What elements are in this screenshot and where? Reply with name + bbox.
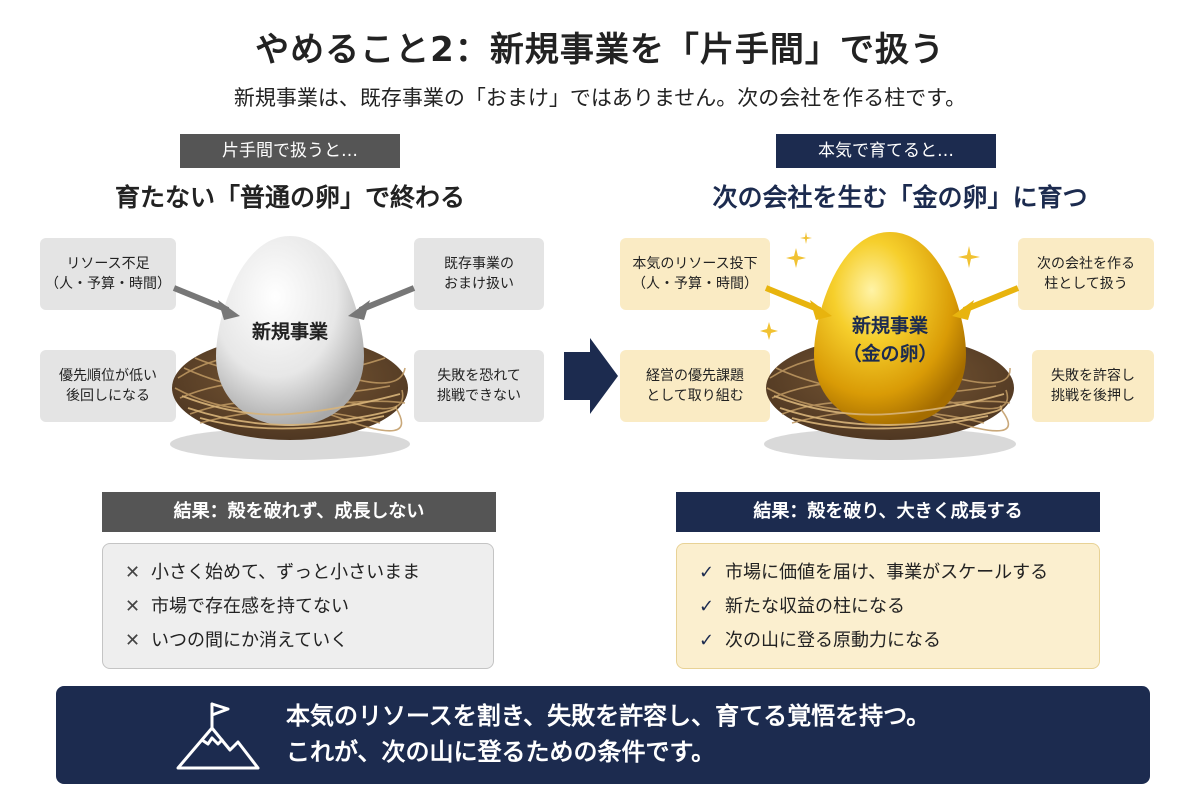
left-heading: 育たない「普通の卵」で終わる <box>114 183 465 212</box>
left-arrow-top-right <box>348 285 416 320</box>
list-item: ✓ 市場に価値を届け、事業がスケールする <box>699 556 1099 590</box>
list-item-text: 新たな収益の柱になる <box>725 596 905 617</box>
check-icon: ✓ <box>699 596 715 617</box>
page-title: やめること2：新規事業を「片手間」で扱う <box>255 30 945 70</box>
left-outcome-list: ✕ 小さく始めて、ずっと小さいまま ✕ 市場で存在感を持てない ✕ いつの間にか… <box>102 543 494 669</box>
sparkle-icon <box>786 248 806 268</box>
left-box-side-treatment: 既存事業の おまけ扱い <box>414 238 544 310</box>
right-arrow-top-left <box>764 285 832 320</box>
list-item: ✕ いつの間にか消えていく <box>125 624 493 658</box>
left-box-resource-shortage: リソース不足 （人・予算・時間） <box>40 238 176 310</box>
sparkle-icon <box>958 246 980 268</box>
page-subtitle: 新規事業は、既存事業の「おまけ」ではありません。次の会社を作る柱です。 <box>233 86 967 110</box>
right-box-allow-failure: 失敗を許容し 挑戦を後押し <box>1032 350 1154 422</box>
cross-icon: ✕ <box>125 562 141 583</box>
right-box-priority: 経営の優先課題 として取り組む <box>620 350 770 422</box>
check-icon: ✓ <box>699 630 715 651</box>
golden-egg-nest-illustration <box>764 232 1016 460</box>
list-item-text: 次の山に登る原動力になる <box>725 630 941 651</box>
plain-egg-nest-illustration <box>170 236 410 460</box>
right-egg-label: 新規事業 （金の卵） <box>842 315 938 365</box>
left-box-fear-of-failure: 失敗を恐れて 挑戦できない <box>414 350 544 422</box>
right-heading: 次の会社を生む「金の卵」に育つ <box>712 183 1088 212</box>
right-box-pillar: 次の会社を作る 柱として扱う <box>1018 238 1154 310</box>
cross-icon: ✕ <box>125 630 141 651</box>
left-tag: 片手間で扱うと… <box>180 134 400 168</box>
sparkle-icon <box>800 232 812 244</box>
list-item-text: 小さく始めて、ずっと小さいまま <box>151 562 421 583</box>
list-item: ✓ 次の山に登る原動力になる <box>699 624 1099 658</box>
list-item-text: いつの間にか消えていく <box>151 630 349 651</box>
right-outcome-list: ✓ 市場に価値を届け、事業がスケールする ✓ 新たな収益の柱になる ✓ 次の山に… <box>676 543 1100 669</box>
left-box-low-priority: 優先順位が低い 後回しになる <box>40 350 176 422</box>
right-box-full-resources: 本気のリソース投下 （人・予算・時間） <box>620 238 770 310</box>
list-item: ✕ 市場で存在感を持てない <box>125 590 493 624</box>
left-egg-label: 新規事業 <box>251 321 328 343</box>
list-item: ✓ 新たな収益の柱になる <box>699 590 1099 624</box>
mountain-flag-icon <box>176 702 260 770</box>
list-item: ✕ 小さく始めて、ずっと小さいまま <box>125 556 493 590</box>
sparkle-icon <box>760 322 778 340</box>
list-item-text: 市場に価値を届け、事業がスケールする <box>725 562 1049 583</box>
check-icon: ✓ <box>699 562 715 583</box>
list-item-text: 市場で存在感を持てない <box>151 596 349 617</box>
center-arrow-icon <box>564 338 618 414</box>
cross-icon: ✕ <box>125 596 141 617</box>
left-result-banner: 結果：殻を破れず、成長しない <box>102 492 496 532</box>
right-arrow-top-right <box>952 285 1020 320</box>
right-result-banner: 結果：殻を破り、大きく成長する <box>676 492 1100 532</box>
left-arrow-top-left <box>172 285 240 320</box>
right-tag: 本気で育てると… <box>776 134 996 168</box>
footer-message: 本気のリソースを割き、失敗を許容し、育てる覚悟を持つ。 これが、次の山に登るため… <box>286 702 931 766</box>
